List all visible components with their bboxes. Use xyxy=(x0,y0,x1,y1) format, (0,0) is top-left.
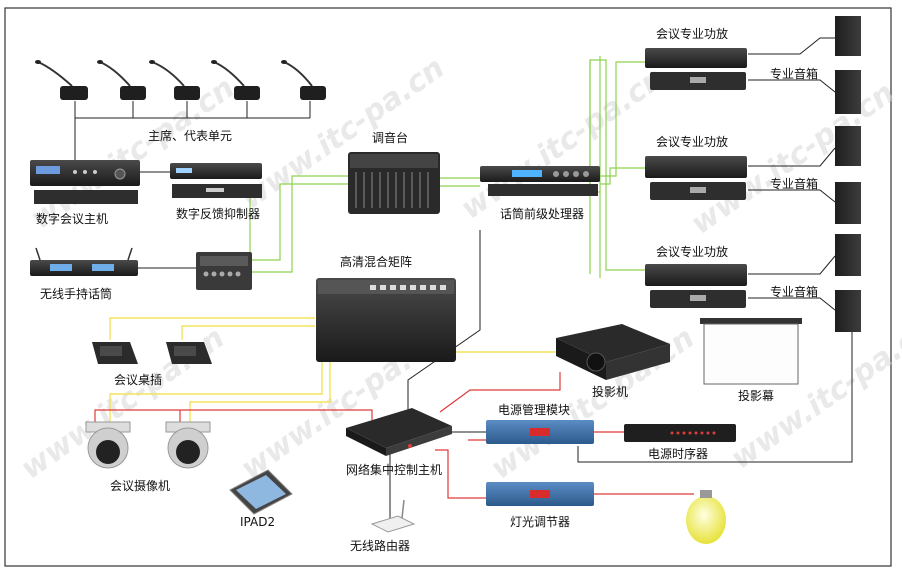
line-green-receiver-mixer xyxy=(236,183,348,261)
label-speaker-3: 专业音箱 xyxy=(770,284,818,299)
label-dimmer: 灯光调节器 xyxy=(510,515,570,529)
mic-preprocessor: 话筒前级处理器 xyxy=(480,166,600,221)
label-delegate-units: 主席、代表单元 xyxy=(148,128,232,143)
power-sequencer: 电源时序器 xyxy=(624,424,736,461)
conference-camera xyxy=(165,421,211,469)
line-yellow-sockets2 xyxy=(181,325,315,340)
line-green-proc-amps xyxy=(600,61,645,177)
line-red-cameras xyxy=(94,409,373,422)
conference-camera xyxy=(85,421,131,469)
microphone-unit xyxy=(97,60,146,100)
feedback-suppressor: 数字反馈抑制器 xyxy=(170,163,262,221)
speaker-cabinet xyxy=(835,70,861,114)
line-red-projector xyxy=(439,372,561,413)
table-socket xyxy=(166,342,212,364)
speaker-cabinet xyxy=(835,16,861,56)
label-speaker-1: 专业音箱 xyxy=(770,66,818,81)
table-socket xyxy=(92,342,138,364)
speakers: 专业音箱 专业音箱 专业音箱 xyxy=(770,16,861,332)
label-wireless-mic: 无线手持话筒 xyxy=(40,286,112,301)
line-amp3-spk xyxy=(748,255,836,275)
projector: 投影机 xyxy=(556,324,670,399)
line-amp1-spk2 xyxy=(748,79,836,93)
label-feedback-suppressor: 数字反馈抑制器 xyxy=(176,206,260,221)
label-mic-preprocessor: 话筒前级处理器 xyxy=(500,206,584,221)
amplifier-2: 会议专业功放 xyxy=(645,134,747,200)
label-amp-1: 会议专业功放 xyxy=(656,26,728,41)
central-control: 网络集中控制主机 xyxy=(346,408,452,477)
line-red-dimmer xyxy=(435,449,486,499)
label-screen: 投影幕 xyxy=(738,388,774,403)
line-yellow-camera2 xyxy=(189,362,331,422)
mixer: 调音台 xyxy=(348,130,440,214)
table-sockets: 会议桌插 xyxy=(92,342,212,387)
label-conference-host: 数字会议主机 xyxy=(36,211,108,226)
label-power-sequencer: 电源时序器 xyxy=(648,446,708,461)
line-amp3-spk2 xyxy=(748,297,836,311)
label-hd-matrix: 高清混合矩阵 xyxy=(340,254,412,269)
line-power-screen xyxy=(577,330,853,463)
speaker-cabinet xyxy=(835,290,861,332)
audio-interface xyxy=(196,252,252,290)
line-yellow-sockets xyxy=(109,317,315,340)
projection-screen: 投影幕 xyxy=(700,318,802,403)
conference-host: 数字会议主机 xyxy=(30,160,140,226)
label-central-control: 网络集中控制主机 xyxy=(346,462,442,477)
hd-matrix: 高清混合矩阵 xyxy=(316,254,456,362)
label-mixer: 调音台 xyxy=(372,130,408,145)
speaker-cabinet xyxy=(835,126,861,166)
label-camera: 会议摄像机 xyxy=(110,478,170,493)
delegate-units: 主席、代表单元 xyxy=(35,60,326,143)
amplifier-1: 会议专业功放 xyxy=(645,26,747,90)
speaker-cabinet xyxy=(835,234,861,276)
label-speaker-2: 专业音箱 xyxy=(770,176,818,191)
label-ipad: IPAD2 xyxy=(240,515,275,529)
line-yellow-camera xyxy=(109,362,323,422)
wireless-mic: 无线手持话筒 xyxy=(30,247,138,301)
label-projector: 投影机 xyxy=(592,384,628,399)
speaker-cabinet xyxy=(835,182,861,224)
line-amp1-spk xyxy=(748,37,835,55)
wireless-router: 无线路由器 xyxy=(350,499,416,553)
label-table-socket: 会议桌插 xyxy=(114,373,162,387)
dimmer: 灯光调节器 xyxy=(486,482,594,529)
power-module: 电源管理模块 xyxy=(486,402,594,444)
microphone-unit xyxy=(281,60,326,100)
line-amp2-spk2 xyxy=(748,189,836,203)
line-green-suppressor-mixer xyxy=(249,175,348,273)
label-router: 无线路由器 xyxy=(350,538,410,553)
microphone-unit xyxy=(211,60,260,100)
light-bulb xyxy=(686,490,726,544)
cameras: 会议摄像机 xyxy=(85,421,211,493)
label-amp-2: 会议专业功放 xyxy=(656,134,728,149)
label-power-module: 电源管理模块 xyxy=(498,402,570,417)
amplifier-3: 会议专业功放 xyxy=(645,244,747,308)
microphone-unit xyxy=(35,60,88,100)
microphone-unit xyxy=(149,60,200,100)
line-green-proc-amps2 xyxy=(600,167,645,185)
label-amp-3: 会议专业功放 xyxy=(656,244,728,259)
ipad-device: IPAD2 xyxy=(229,469,293,529)
line-amp2-spk xyxy=(748,147,836,167)
